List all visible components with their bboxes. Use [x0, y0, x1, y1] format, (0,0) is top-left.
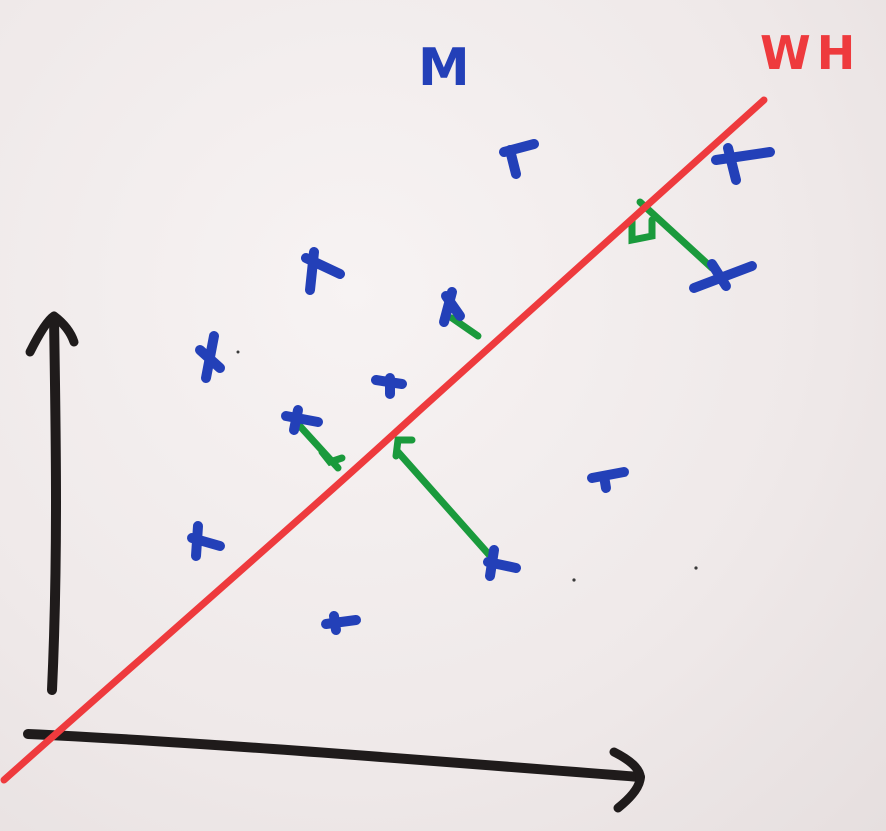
speck	[694, 566, 698, 570]
axes	[23, 311, 645, 813]
fitted-line	[0, 96, 768, 784]
label-wh: WH	[760, 26, 862, 80]
label-m: M	[418, 38, 476, 98]
residual-1-mark	[318, 448, 346, 467]
data-point	[281, 405, 323, 435]
data-points	[187, 139, 775, 635]
residual-4	[636, 198, 716, 272]
y-axis-arrowhead	[25, 311, 79, 357]
x-axis-arrowhead	[609, 747, 645, 813]
speck	[236, 350, 240, 354]
residual-4-mark	[628, 216, 656, 245]
data-point	[499, 139, 539, 179]
data-point	[371, 373, 407, 399]
residual-2	[394, 448, 496, 562]
residual-2-mark	[392, 436, 416, 460]
specks	[236, 350, 698, 582]
data-point	[321, 611, 361, 635]
data-point	[587, 467, 629, 493]
speck	[572, 578, 576, 582]
data-point	[439, 287, 465, 327]
x-axis-line	[23, 729, 645, 782]
data-point	[187, 521, 225, 561]
data-point	[301, 247, 345, 295]
y-axis-line	[47, 313, 61, 695]
residual-3	[448, 314, 482, 340]
data-point	[483, 545, 521, 581]
data-point	[711, 143, 775, 185]
data-point	[195, 331, 225, 383]
residual-segments	[294, 198, 716, 562]
data-point	[689, 259, 757, 293]
